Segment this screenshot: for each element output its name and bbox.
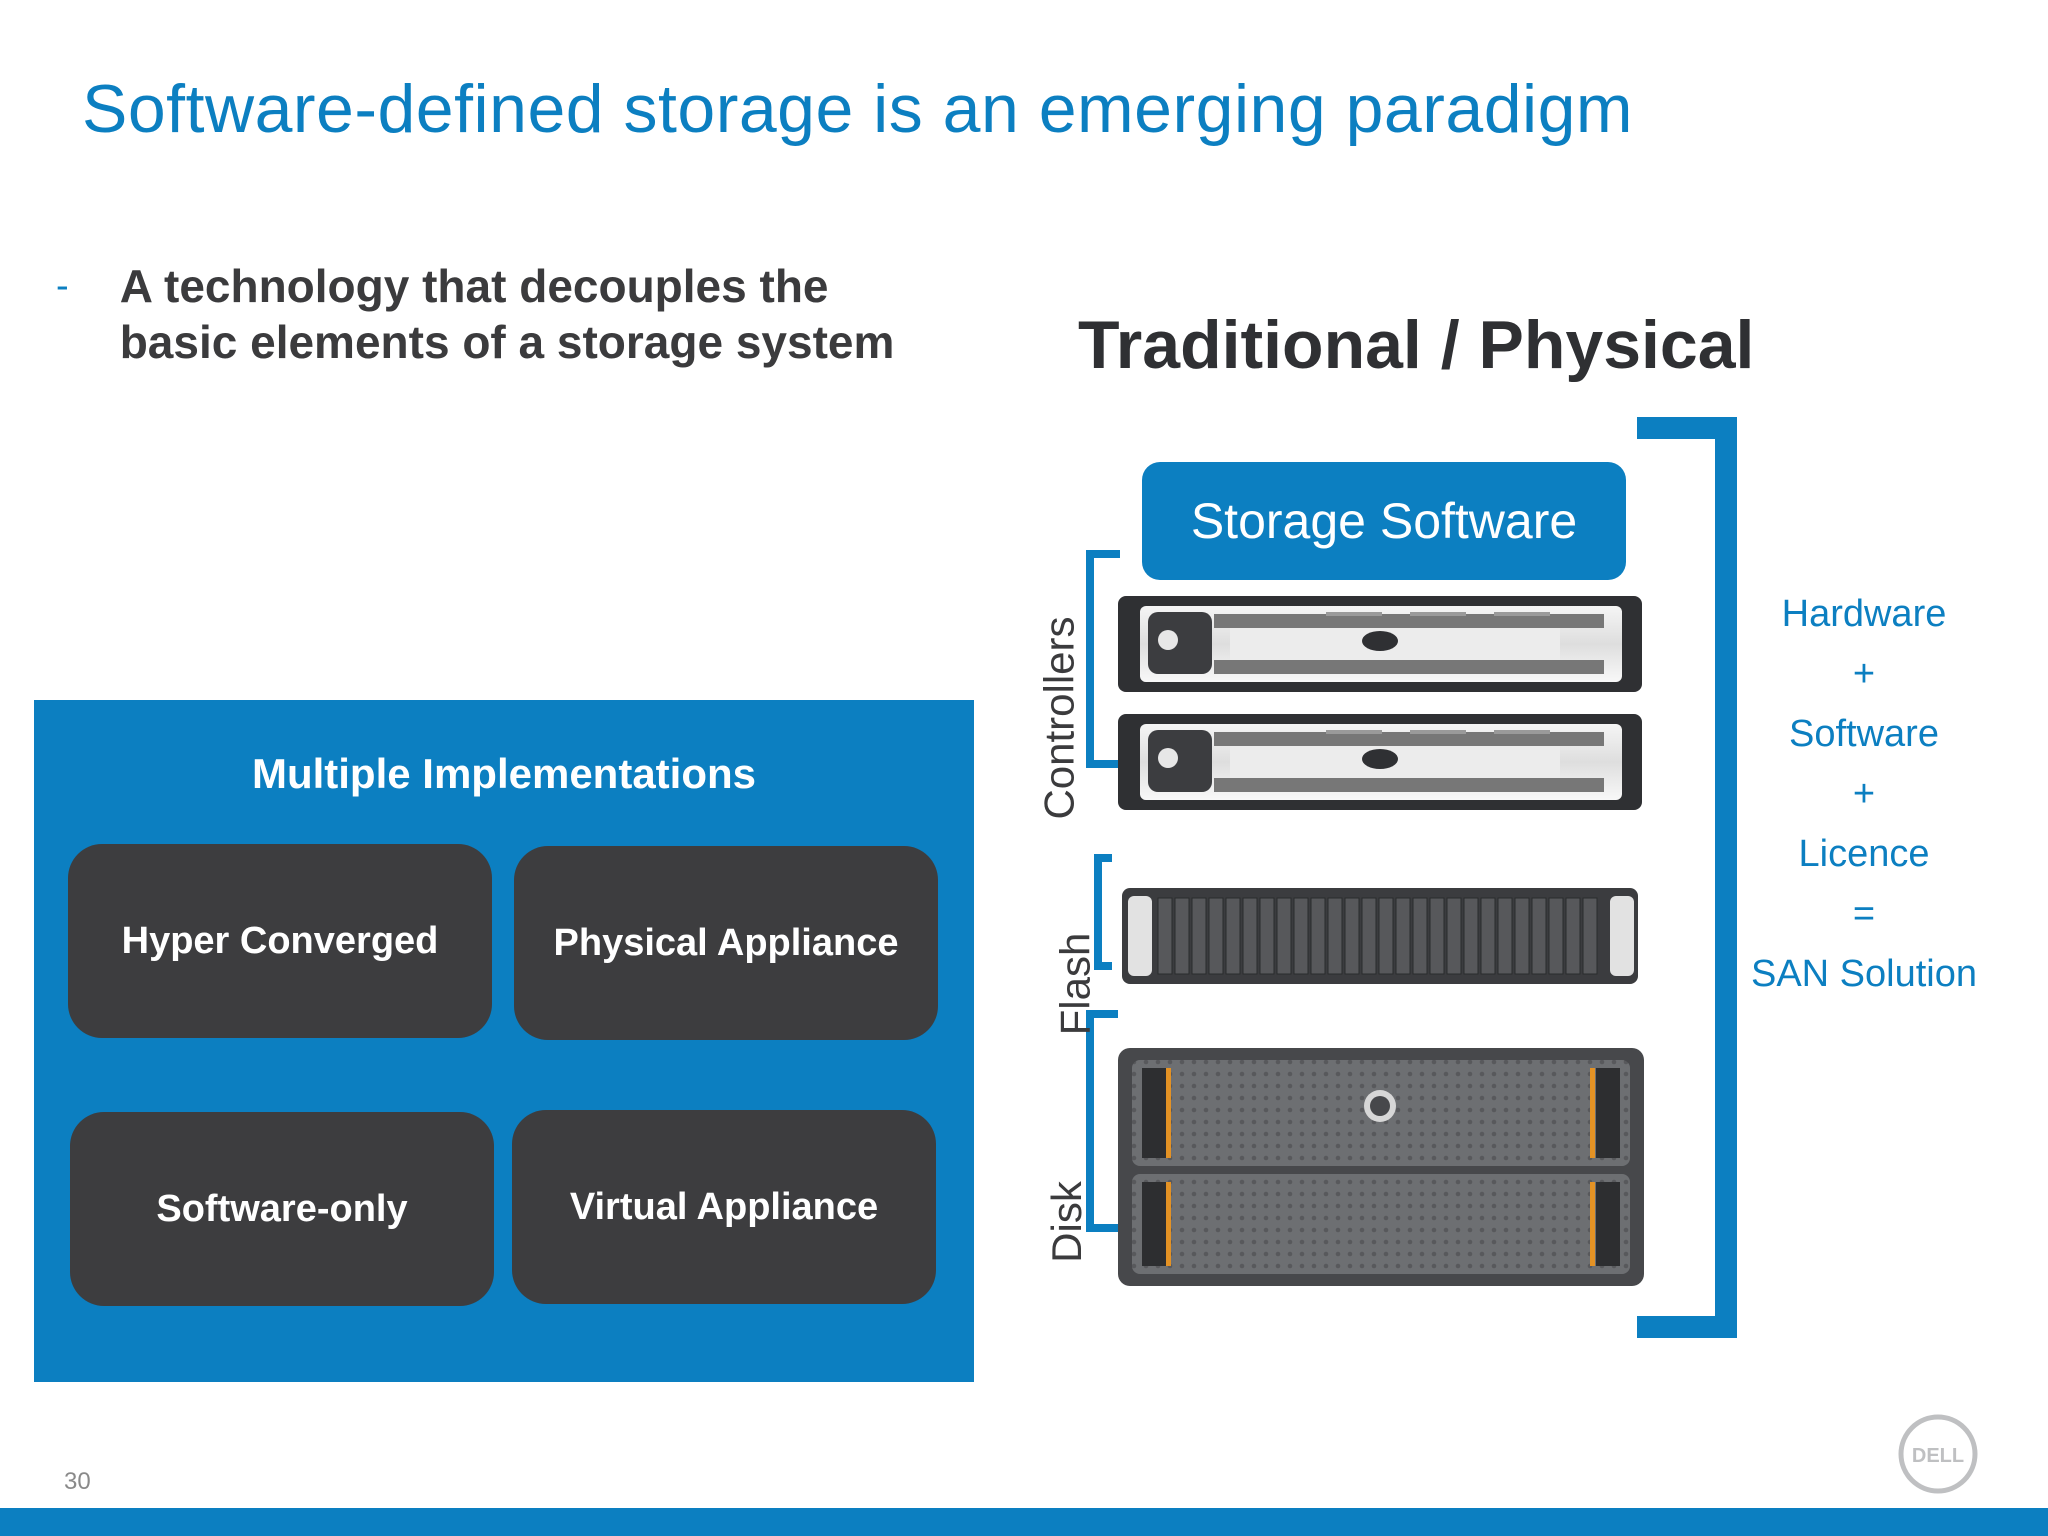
diagram-title: Traditional / Physical: [1078, 307, 1755, 383]
implementation-card-software-only: Software-only: [70, 1112, 494, 1306]
solution-bracket: [1637, 417, 1737, 1338]
flash-bracket: [1094, 854, 1112, 970]
implementations-title: Multiple Implementations: [251, 750, 757, 797]
implementation-card-physical-appliance: Physical Appliance: [514, 846, 938, 1040]
solution-licence: Licence: [1798, 833, 1930, 875]
disk-bracket: [1086, 1010, 1118, 1232]
disk-label: Disk: [1042, 1181, 1090, 1263]
page-number: 30: [64, 1468, 91, 1495]
storage-software-box: Storage Software: [1142, 462, 1626, 580]
implementation-card-virtual-appliance: Virtual Appliance: [512, 1110, 936, 1304]
bullet-text: A technology that decouples the basic el…: [119, 260, 895, 368]
flash-array-icon: [1122, 888, 1638, 984]
server-controller-icon: [1118, 596, 1642, 692]
dell-logo-text: DELL: [1912, 1445, 1964, 1467]
disk-enclosure-icon: [1118, 1048, 1644, 1286]
controllers-bracket: [1086, 550, 1120, 768]
solution-equals: =: [1852, 893, 1876, 935]
server-controller-icon: [1118, 714, 1642, 810]
solution-plus-1: +: [1852, 653, 1876, 695]
solution-hardware: Hardware: [1781, 593, 1947, 635]
solution-software: Software: [1789, 713, 1939, 755]
footer-bar: [0, 1508, 2048, 1536]
bullet-dash: -: [56, 265, 69, 307]
controllers-label: Controllers: [1035, 616, 1083, 820]
implementation-card-hyper-converged: Hyper Converged: [68, 844, 492, 1038]
flash-label: Flash: [1051, 932, 1099, 1036]
slide-title: Software-defined storage is an emerging …: [82, 71, 1634, 147]
dell-logo-icon: DELL: [1898, 1414, 1978, 1494]
solution-plus-2: +: [1852, 773, 1876, 815]
bullet-point: - A technology that decouples the basic …: [56, 258, 936, 370]
solution-equation: Hardware + Software + Licence = SAN Solu…: [1726, 584, 2002, 1004]
implementations-panel: Multiple Implementations Hyper Converged…: [34, 700, 974, 1382]
solution-result: SAN Solution: [1750, 953, 1977, 995]
